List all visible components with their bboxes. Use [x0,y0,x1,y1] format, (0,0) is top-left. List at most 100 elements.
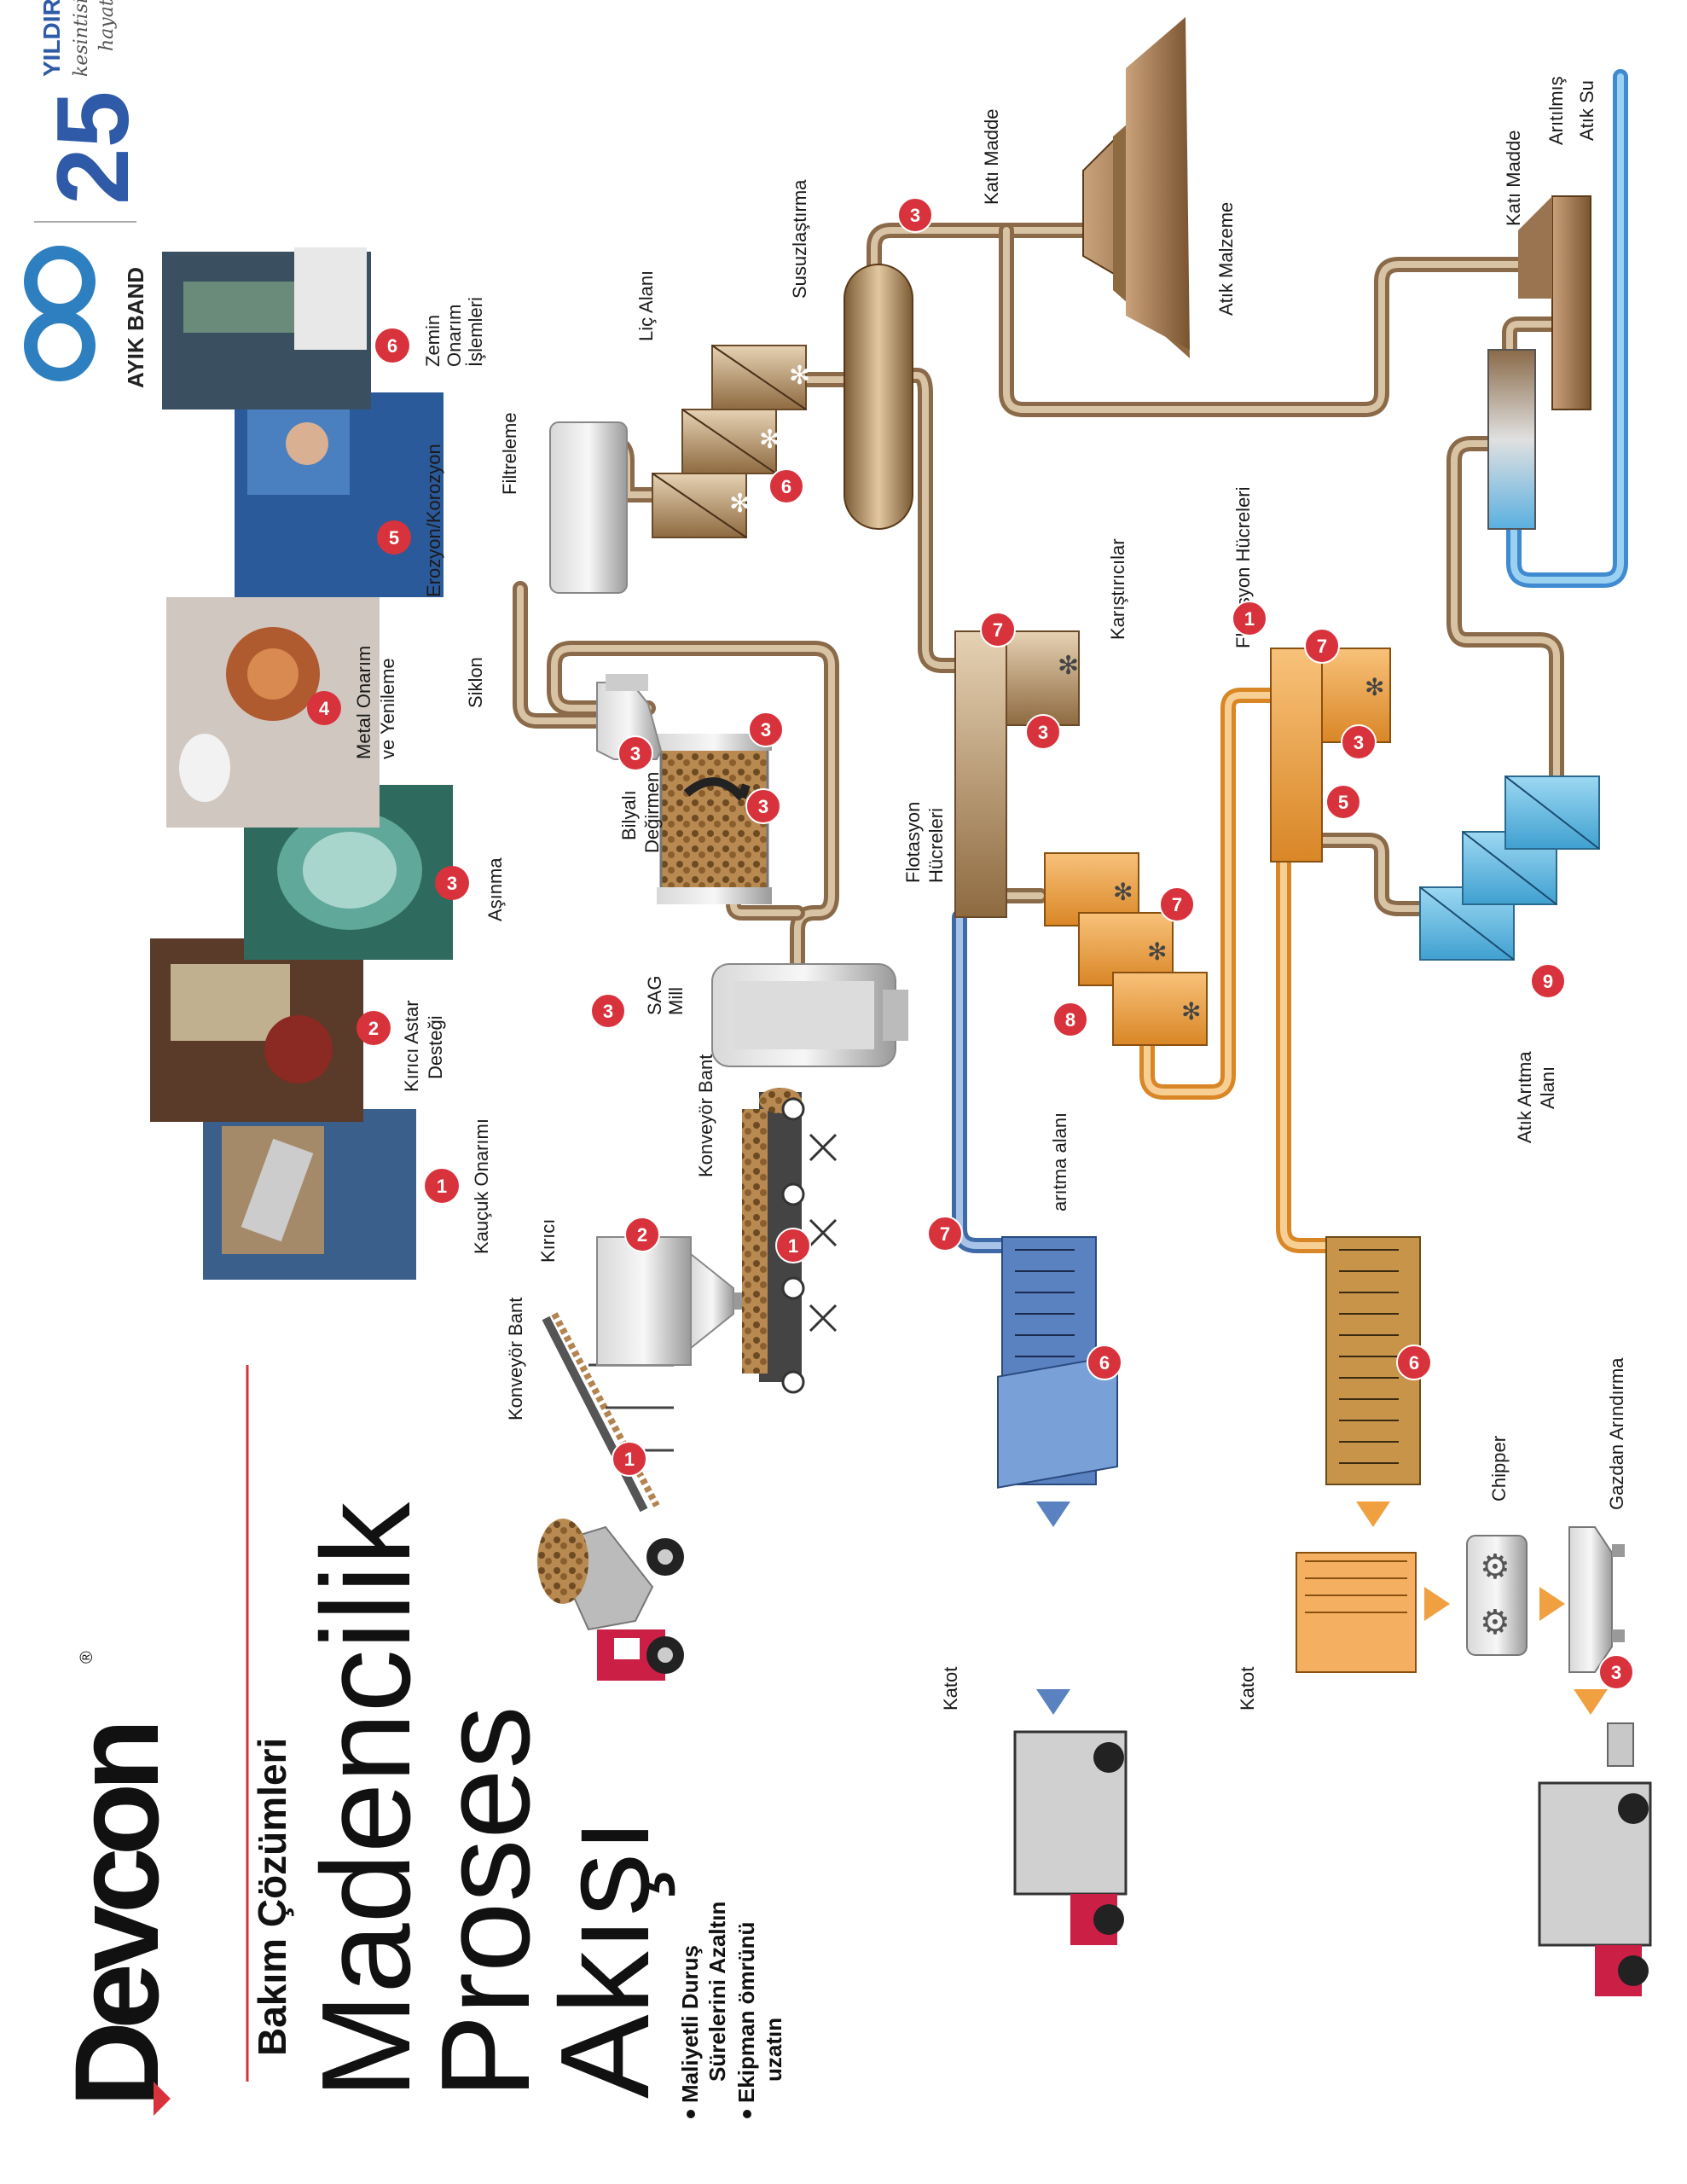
svg-text:Metal Onarım: Metal Onarım [353,646,374,759]
label-degirmen: Değirmen [641,772,663,853]
thickener-2 [1518,195,1591,410]
truck-icon [1013,1730,1128,1945]
badge-3: 3 [590,993,626,1029]
badge-number: 1 [1244,608,1255,630]
svg-text:Kauçuk Onarımı: Kauçuk Onarımı [471,1118,492,1254]
svg-text:Kırıcı Astar: Kırıcı Astar [401,1000,422,1092]
gear-icon: ⚙ [1480,1548,1510,1587]
badge-7: 7 [927,1216,963,1252]
waste-treatment-cells [1419,775,1600,961]
badge-number: 3 [1611,1662,1621,1683]
label-chipper: Chipper [1488,1436,1510,1502]
header-title-line3: Akışı [535,1818,675,2099]
photo-rubber-repair [203,1109,416,1280]
cathode-stack-orange [1296,1552,1417,1673]
photo-label-5: 5 Erozyon/Korozyon [377,444,444,597]
photo-floor-repair [162,247,371,410]
arrow-triangle-icon [1574,1689,1608,1715]
arrow-triangle-icon [1356,1502,1390,1527]
badge-number: 7 [993,619,1003,641]
ayik-band-text: AYIK BAND [123,267,148,388]
label-susuzlastirma: Susuzlaştırma [789,179,810,299]
ball-mill [657,734,772,904]
leach-tanks: ✻ ✻ ✻ [652,345,810,538]
svg-text:Aşınma: Aşınma [484,857,506,921]
badge-number: 3 [1038,722,1048,743]
flotation-cell-2: ✻ [1270,648,1391,863]
badge-3: 3 [1025,714,1061,750]
rotation-arrow-icon [683,777,751,801]
badge-number: 1 [624,1449,635,1470]
arrow-triangle-icon [1424,1587,1450,1621]
svg-text:3: 3 [447,873,457,894]
degassing-vessel [1568,1526,1625,1673]
badge-6: 6 [1087,1345,1122,1380]
header-title-line2: Proses [415,1705,556,2099]
anniversary-number: 25 [36,91,150,205]
svg-text:✻: ✻ [1181,997,1201,1025]
badge-number: 3 [761,719,771,741]
tailings-piles [1082,17,1190,358]
svg-text:Erozyon/Korozyon: Erozyon/Korozyon [423,444,444,597]
label-atik-su: Atık Su [1576,80,1597,141]
header-title-line1: Madencilik [296,1502,437,2099]
label-filtreleme: Filtreleme [499,412,520,495]
dewatering-cylinder [844,264,913,530]
chipper: ⚙ ⚙ [1466,1535,1528,1656]
label-katot-2: Katot [1237,1667,1258,1711]
ayik-band-logo: AYIK BAND [24,246,148,388]
label-mill: Mill [665,987,687,1015]
svg-text:Zemin: Zemin [422,315,443,367]
badge-number: 9 [1543,971,1553,992]
label-lic-alani: Liç Alanı [635,270,657,341]
badge-number: 3 [603,1001,613,1022]
label-kati-madde-1: Katı Madde [981,108,1002,205]
dump-truck-icon [537,1519,684,1681]
badge-3: 3 [745,788,781,824]
header-bullets: Maliyetli Duruş Sürelerini Azaltın Ekipm… [677,1902,786,2118]
badge-number: 7 [1317,636,1327,657]
ayik-band-mark-icon [24,246,96,317]
svg-text:4: 4 [319,698,330,719]
svg-text:6: 6 [387,335,397,357]
badge-number: 5 [1338,792,1348,813]
badge-number: 3 [910,205,920,226]
badge-number: 7 [940,1223,950,1245]
svg-text:İşlemleri: İşlemleri [465,297,486,367]
svg-text:ve Yenileme: ve Yenileme [377,658,398,759]
badge-number: 6 [1099,1352,1110,1374]
svg-text:✻: ✻ [1058,651,1079,681]
label-flotasyon-1b: Hücreleri [925,808,947,883]
photo-erosion-corrosion [235,392,443,597]
cathode-stack-blue [997,1354,1118,1489]
mixer-tanks: ✻ ✻ ✻ [1044,852,1208,1046]
photo-label-4: 4 Metal Onarım ve Yenileme [307,646,398,759]
badge-6: 6 [1396,1345,1432,1380]
photo-label-2: 2 Kırıcı Astar Desteği [357,1000,446,1092]
label-konveyor-bant-2: Konveyör Bant [695,1054,716,1177]
badge-6: 6 [768,468,804,504]
devcon-logo-accent [154,2082,171,2116]
anniversary-logo: 25 YILDIR kesintisiz hayat [36,0,150,205]
badge-8: 8 [1052,1002,1088,1037]
badge-1: 1 [775,1228,811,1263]
bullet-2-line2: uzatın [761,2018,786,2082]
svg-text:1: 1 [437,1176,447,1197]
photo-crusher-liner [150,938,363,1122]
label-flotasyon-1a: Flotasyon [902,802,924,883]
badge-7: 7 [1159,886,1195,922]
pipes [513,69,1628,1253]
badge-number: 3 [758,796,768,817]
devcon-logo: Devcon ® [49,1651,183,2107]
label-aritilmis: Arıtılmış [1545,76,1567,145]
badge-number: 1 [788,1235,798,1257]
arrow-triangle-icon [1036,1502,1070,1527]
ingot-icon [1607,1722,1634,1767]
badge-number: 3 [1354,732,1364,753]
label-atik-malzeme: Atık Malzeme [1215,202,1237,316]
svg-text:✻: ✻ [789,361,810,391]
fan-icon: ✻ [729,489,751,519]
badge-3: 3 [748,712,784,747]
